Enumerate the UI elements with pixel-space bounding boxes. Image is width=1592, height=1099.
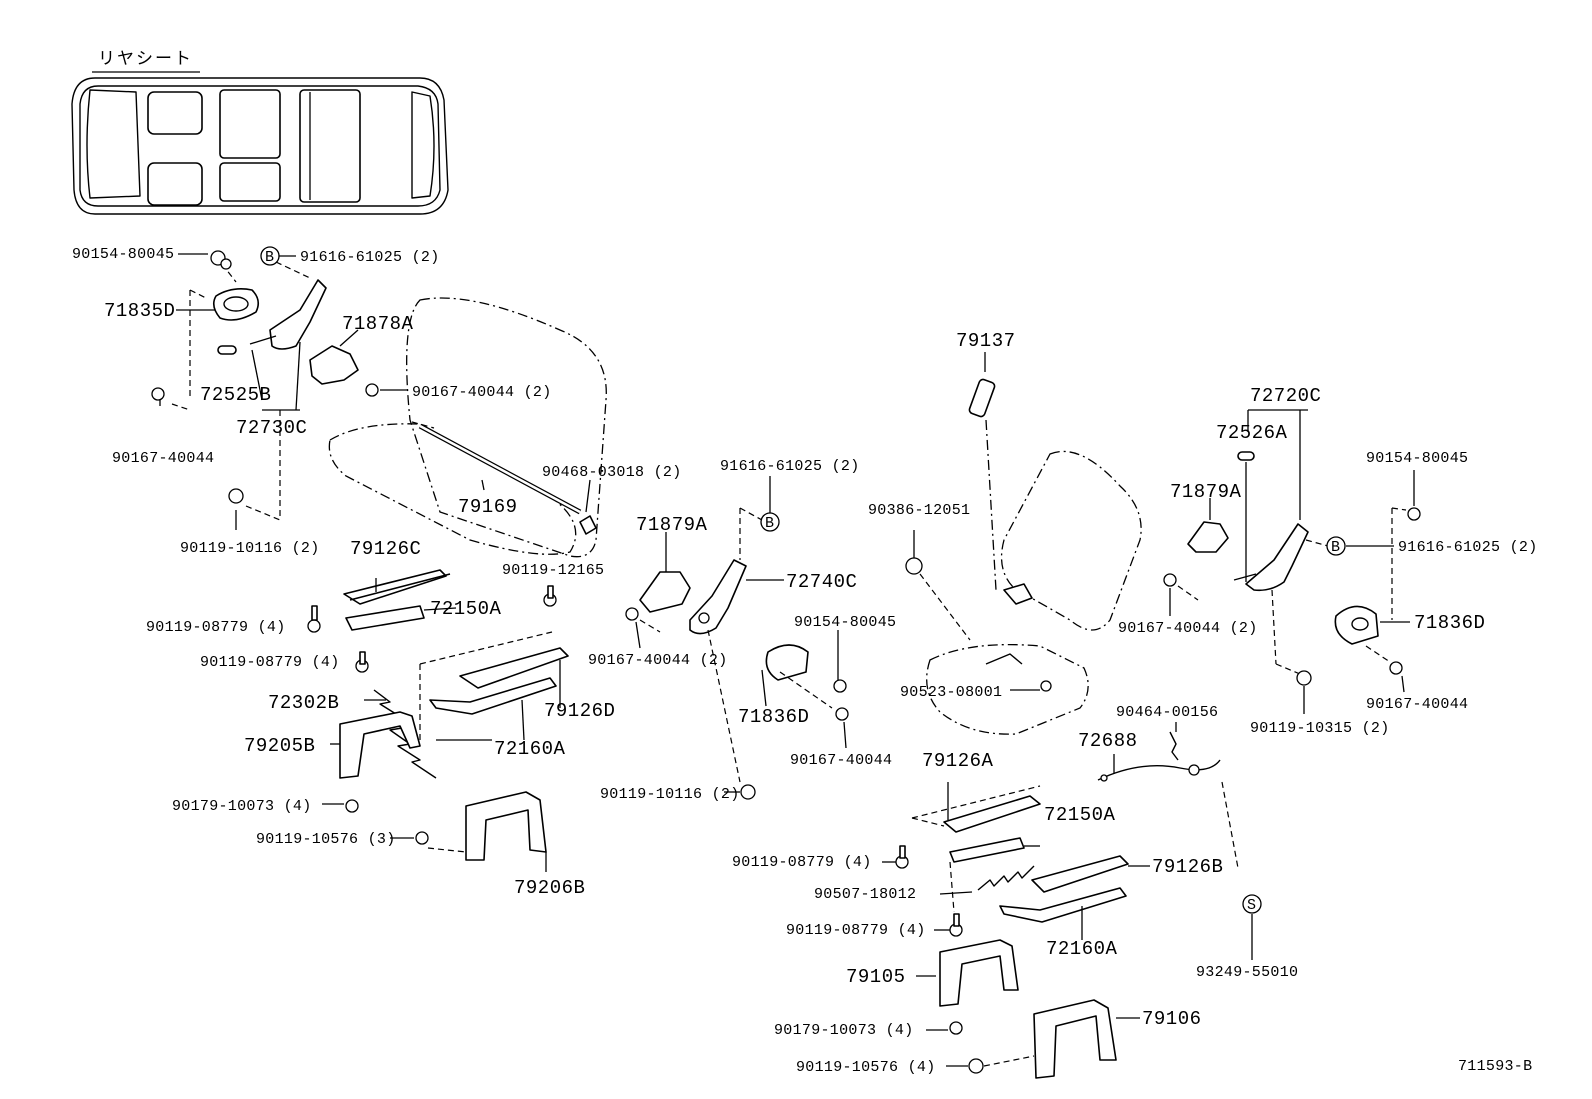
label-right-90523-08001: 90523-08001 xyxy=(900,684,1002,701)
label-left-72525B: 72525B xyxy=(200,384,271,406)
label-left-90167-40044: 90167-40044 xyxy=(112,450,214,467)
label-right-79106: 79106 xyxy=(1142,1008,1202,1030)
label-mid-90119-10116: 90119-10116 (2) xyxy=(600,786,740,803)
left-seat-group xyxy=(151,250,607,872)
label-right-79105: 79105 xyxy=(846,966,906,988)
callout-b-right: B xyxy=(1331,539,1340,556)
label-left-90119-08779-a: 90119-08779 (4) xyxy=(146,619,286,636)
overview-title: リヤシート xyxy=(98,49,193,69)
label-left-72150A: 72150A xyxy=(430,598,502,620)
label-mid-90167-40044: 90167-40044 xyxy=(790,752,892,769)
label-mid-71879A: 71879A xyxy=(636,514,708,536)
label-right-90386-12051: 90386-12051 xyxy=(868,502,970,519)
label-right-72150A: 72150A xyxy=(1044,804,1116,826)
label-right-90119-10576: 90119-10576 (4) xyxy=(796,1059,936,1076)
label-right-90119-10315: 90119-10315 (2) xyxy=(1250,720,1390,737)
part-labels: 90154-80045 B 91616-61025 (2) 71835D 718… xyxy=(72,246,1538,1076)
illustration-ref-code: 711593-B xyxy=(1458,1058,1532,1075)
label-right-90154-80045: 90154-80045 xyxy=(1366,450,1468,467)
label-right-79137: 79137 xyxy=(956,330,1016,352)
right-seat-group: B S xyxy=(882,352,1421,1079)
label-right-79126B: 79126B xyxy=(1152,856,1223,878)
label-left-71878A: 71878A xyxy=(342,313,414,335)
label-right-91616-61025: 91616-61025 (2) xyxy=(1398,539,1538,556)
label-mid-90154-80045: 90154-80045 xyxy=(794,614,896,631)
label-left-90119-10116: 90119-10116 (2) xyxy=(180,540,320,557)
label-right-72688: 72688 xyxy=(1078,730,1138,752)
label-left-79169: 79169 xyxy=(458,496,518,518)
label-right-79126A: 79126A xyxy=(922,750,994,772)
label-left-90119-10576: 90119-10576 (3) xyxy=(256,831,396,848)
label-right-90119-08779-b: 90119-08779 (4) xyxy=(786,922,926,939)
callout-b-left: B xyxy=(265,249,274,266)
vehicle-overview: リヤシート xyxy=(71,49,449,215)
label-left-79205B: 79205B xyxy=(244,735,315,757)
label-right-93249-55010: 93249-55010 xyxy=(1196,964,1298,981)
callout-b-middle: B xyxy=(765,515,774,532)
label-left-71835D: 71835D xyxy=(104,300,175,322)
label-left-90468-03018: 90468-03018 (2) xyxy=(542,464,682,481)
label-right-90167-40044-2: 90167-40044 (2) xyxy=(1118,620,1258,637)
label-right-72526A: 72526A xyxy=(1216,422,1288,444)
label-right-71879A: 71879A xyxy=(1170,481,1242,503)
label-right-72720C: 72720C xyxy=(1250,385,1321,407)
label-right-90167-40044: 90167-40044 xyxy=(1366,696,1468,713)
label-left-90119-12165: 90119-12165 xyxy=(502,562,604,579)
label-mid-90167-40044-2: 90167-40044 (2) xyxy=(588,652,728,669)
middle-parts-group: B xyxy=(625,476,849,800)
label-left-72730C: 72730C xyxy=(236,417,307,439)
label-left-79206B: 79206B xyxy=(514,877,585,899)
label-mid-91616-61025: 91616-61025 (2) xyxy=(720,458,860,475)
callout-s: S xyxy=(1247,897,1256,914)
label-left-79126C: 79126C xyxy=(350,538,421,560)
label-right-90464-00156: 90464-00156 xyxy=(1116,704,1218,721)
label-left-90154-80045: 90154-80045 xyxy=(72,246,174,263)
label-right-72160A: 72160A xyxy=(1046,938,1118,960)
label-left-91616-61025: 91616-61025 (2) xyxy=(300,249,440,266)
label-right-90179-10073: 90179-10073 (4) xyxy=(774,1022,914,1039)
label-left-90167-40044-2: 90167-40044 (2) xyxy=(412,384,552,401)
label-left-90119-08779-b: 90119-08779 (4) xyxy=(200,654,340,671)
label-left-79126D: 79126D xyxy=(544,700,615,722)
label-right-90119-08779-a: 90119-08779 (4) xyxy=(732,854,872,871)
label-mid-71836D: 71836D xyxy=(738,706,809,728)
label-left-72160A: 72160A xyxy=(494,738,566,760)
label-left-90179-10073: 90179-10073 (4) xyxy=(172,798,312,815)
label-right-90507-18012: 90507-18012 xyxy=(814,886,916,903)
label-left-72302B: 72302B xyxy=(268,692,339,714)
label-right-71836D: 71836D xyxy=(1414,612,1485,634)
label-mid-72740C: 72740C xyxy=(786,571,857,593)
